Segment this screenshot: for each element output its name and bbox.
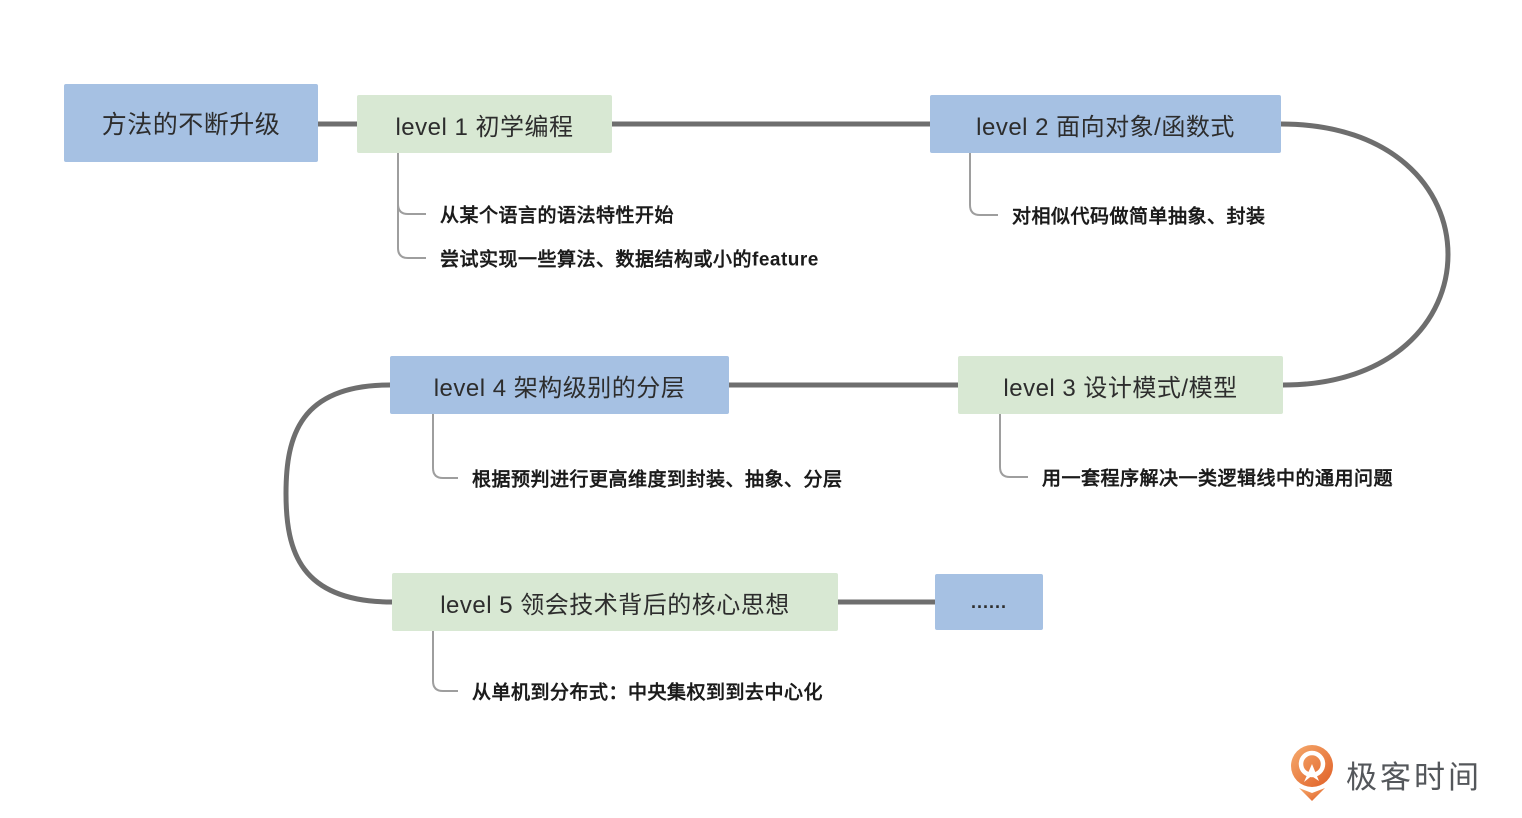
edge-level2-note1 bbox=[969, 153, 998, 216]
note-level5-1[interactable]: 从单机到分布式：中央集权到到去中心化 bbox=[472, 682, 824, 704]
node-root[interactable]: 方法的不断升级 bbox=[64, 84, 318, 162]
edge-level4-note1 bbox=[432, 414, 458, 479]
note-level1-1[interactable]: 从某个语言的语法特性开始 bbox=[440, 205, 675, 227]
node-level1[interactable]: level 1 初学编程 bbox=[357, 95, 612, 153]
node-level2[interactable]: level 2 面向对象/函数式 bbox=[930, 95, 1281, 153]
edge-level3-note1 bbox=[999, 414, 1028, 478]
edge-level5-note1 bbox=[432, 631, 458, 692]
geektime-logo-icon bbox=[1291, 745, 1333, 801]
brand-name: 极客时间 bbox=[1346, 759, 1482, 795]
node-level5[interactable]: level 5 领会技术背后的核心思想 bbox=[392, 573, 838, 631]
note-level2-1[interactable]: 对相似代码做简单抽象、封装 bbox=[1012, 206, 1266, 228]
brand-watermark: 极客时间 bbox=[1288, 744, 1482, 804]
node-level4[interactable]: level 4 架构级别的分层 bbox=[390, 356, 729, 414]
edge-level1-note2 bbox=[397, 153, 426, 259]
edge-level4-level5-curve bbox=[283, 382, 393, 605]
note-level3-1[interactable]: 用一套程序解决一类逻辑线中的通用问题 bbox=[1042, 468, 1394, 490]
edge-level2-level3-curve bbox=[1280, 121, 1451, 388]
note-level4-1[interactable]: 根据预判进行更高维度到封装、抽象、分层 bbox=[472, 469, 843, 491]
node-level3[interactable]: level 3 设计模式/模型 bbox=[958, 356, 1283, 414]
edge-level1-note1 bbox=[397, 153, 426, 215]
node-more[interactable]: ...... bbox=[935, 574, 1043, 630]
note-level1-2[interactable]: 尝试实现一些算法、数据结构或小的feature bbox=[440, 249, 819, 271]
